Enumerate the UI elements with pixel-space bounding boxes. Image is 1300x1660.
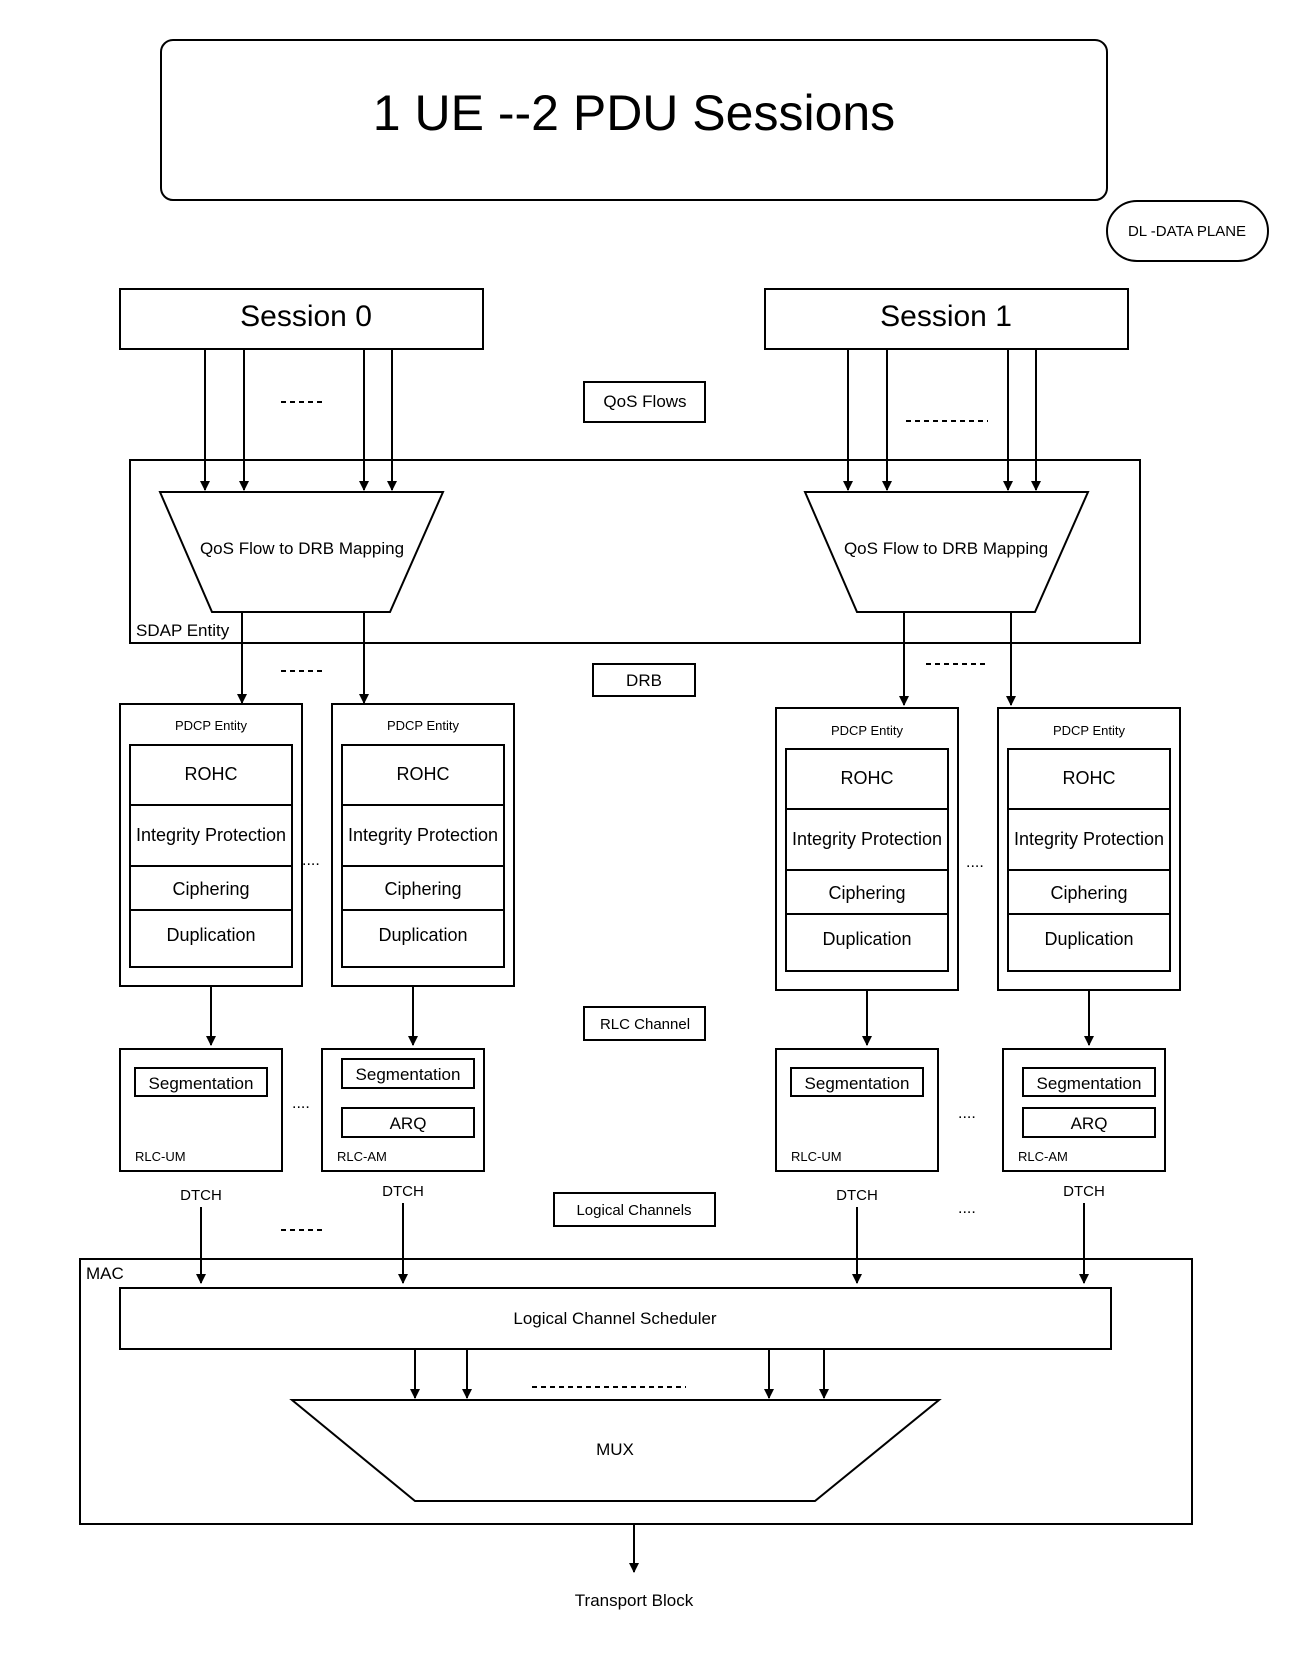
rlc-channel-tag: RLC Channel [583,1006,706,1041]
qos-flows-label: QoS Flows [603,392,686,411]
session-0-label: Session 0 [240,300,372,333]
drb-label: DRB [626,671,662,690]
pdcp-title: PDCP Entity [831,723,904,738]
pdcp-row-duplication: Duplication [378,925,467,945]
pdcp-row-integrity: Integrity Protection [792,829,942,849]
pdcp-entity-1: PDCP Entity ROHC Integrity Protection Ci… [119,703,303,987]
scheduler-label: Logical Channel Scheduler [513,1309,717,1328]
drb-tag: DRB [592,663,696,697]
title-box: 1 UE --2 PDU Sessions [160,39,1108,201]
mux-label: MUX [596,1440,634,1459]
mapping-1-label: QoS Flow to DRB Mapping [844,539,1048,558]
pdcp-entity-4: PDCP Entity ROHC Integrity Protection Ci… [997,707,1181,991]
pdcp-row-rohc: ROHC [1063,768,1116,788]
pdcp-title: PDCP Entity [1053,723,1126,738]
logical-channels-label: Logical Channels [576,1202,691,1219]
logical-channel-scheduler: Logical Channel Scheduler [119,1287,1112,1350]
mux: MUX [289,1399,942,1502]
pdcp-title: PDCP Entity [387,718,460,733]
pdcp-row-ciphering: Ciphering [384,879,461,899]
pdcp-row-duplication: Duplication [822,929,911,949]
rlc-um-entity-1: Segmentation RLC-UM [119,1048,283,1172]
rlc-channel-arrows [206,987,1094,1046]
rlc-segmentation: Segmentation [1037,1074,1142,1093]
pdcp-title: PDCP Entity [175,718,248,733]
rlc-segmentation: Segmentation [356,1065,461,1084]
logical-ellipsis-right: .... [958,1200,976,1217]
dtch-label-2: DTCH [382,1183,424,1200]
diagram-title: 1 UE --2 PDU Sessions [373,85,895,141]
pdcp-row-ciphering: Ciphering [828,883,905,903]
rlc-mode-label: RLC-AM [1018,1149,1068,1164]
plane-badge-label: DL -DATA PLANE [1128,223,1246,240]
mac-label: MAC [86,1264,124,1283]
rlc-channel-label: RLC Channel [600,1016,690,1033]
rlc-ellipsis-right: .... [958,1105,976,1122]
pdcp-row-rohc: ROHC [185,764,238,784]
dtch-label-3: DTCH [836,1187,878,1204]
session-0-box: Session 0 [119,288,484,350]
rlc-arq: ARQ [390,1114,427,1133]
plane-badge: DL -DATA PLANE [1106,200,1269,262]
pdcp-row-integrity: Integrity Protection [1014,829,1164,849]
sdap-entity: SDAP Entity [129,459,1141,644]
rlc-am-entity-1: Segmentation ARQ RLC-AM [321,1048,485,1172]
rlc-mode-label: RLC-AM [337,1149,387,1164]
rlc-am-entity-2: Segmentation ARQ RLC-AM [1002,1048,1166,1172]
dtch-label-4: DTCH [1063,1183,1105,1200]
qos-flows-tag: QoS Flows [583,381,706,423]
pdcp-row-integrity: Integrity Protection [136,825,286,845]
pdcp-row-ciphering: Ciphering [172,879,249,899]
rlc-ellipsis-left: .... [292,1095,310,1112]
pdcp-entity-2: PDCP Entity ROHC Integrity Protection Ci… [331,703,515,987]
pdcp-row-rohc: ROHC [397,764,450,784]
dtch-label-1: DTCH [180,1187,222,1204]
rlc-mode-label: RLC-UM [135,1149,186,1164]
pdcp-row-duplication: Duplication [166,925,255,945]
session-1-box: Session 1 [764,288,1129,350]
sdap-entity-label: SDAP Entity [136,621,230,640]
qos-flow-arrows-session-1 [843,350,1041,491]
transport-block-label: Transport Block [575,1591,694,1610]
pdcp-row-ciphering: Ciphering [1050,883,1127,903]
pdcp-row-rohc: ROHC [841,768,894,788]
rlc-arq: ARQ [1071,1114,1108,1133]
rlc-segmentation: Segmentation [149,1074,254,1093]
rlc-mode-label: RLC-UM [791,1149,842,1164]
rlc-um-entity-2: Segmentation RLC-UM [775,1048,939,1172]
mux-input-arrows [410,1350,829,1399]
pdcp-row-integrity: Integrity Protection [348,825,498,845]
pdcp-entity-3: PDCP Entity ROHC Integrity Protection Ci… [775,707,959,991]
logical-channel-arrows [196,1203,1089,1284]
logical-channels-tag: Logical Channels [553,1192,716,1227]
mac-entity: MAC [79,1258,1193,1525]
qos-flow-arrows-session-0 [200,350,397,491]
pdcp-row-duplication: Duplication [1044,929,1133,949]
qos-to-drb-mapping-0: QoS Flow to DRB Mapping [158,491,445,613]
pdcp-ellipsis-left: .... [302,852,320,869]
mapping-0-label: QoS Flow to DRB Mapping [200,539,404,558]
rlc-segmentation: Segmentation [805,1074,910,1093]
drb-arrows [237,612,1016,706]
session-1-label: Session 1 [880,300,1012,333]
qos-to-drb-mapping-1: QoS Flow to DRB Mapping [803,491,1090,613]
pdcp-ellipsis-right: .... [966,854,984,871]
